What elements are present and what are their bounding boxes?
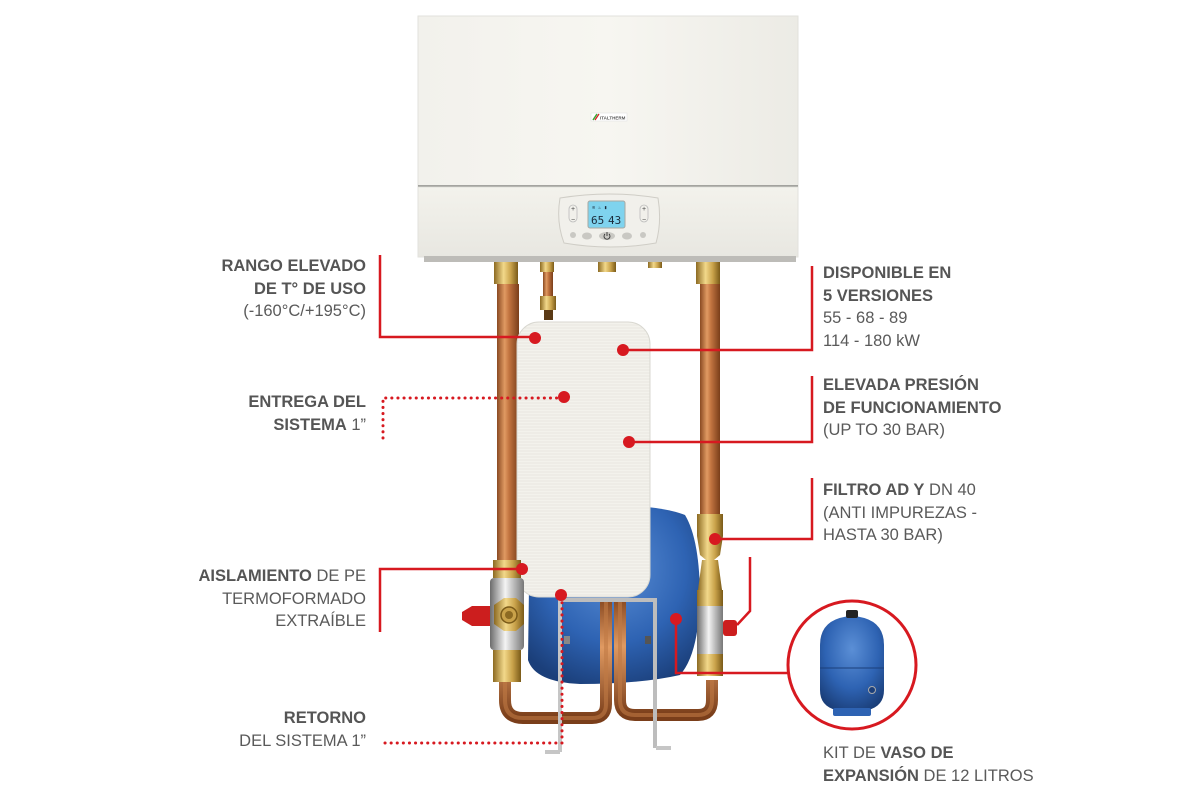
leader-filtro [715,478,814,541]
callout-rango: RANGO ELEVADO DE T° DE USO (-160°C/+195°… [221,255,366,323]
leader-aislamiento [378,567,523,632]
kit-title-1: VASO DE [880,744,954,762]
rango-title-2: DE T° DE USO [253,279,366,298]
logo-text: ITALTHERM [600,116,626,121]
callout-filtro: FILTRO AD Y DN 40 (ANTI IMPUREZAS - HAST… [823,479,977,547]
aislamiento-line2: TERMOFORMADO [222,589,366,608]
boiler-unit [417,15,799,262]
callout-aislamiento: AISLAMIENTO DE PE TERMOFORMADO EXTRAÍBLE [199,565,366,633]
middle-copper-pipe [543,272,553,298]
retorno-subtitle: DEL SISTEMA 1” [239,731,366,750]
aislamiento-material: DE PE [311,567,366,585]
callout-leaders [378,255,814,745]
disponible-versions-2: 114 - 180 kW [823,331,920,350]
leader-retorno [383,591,564,745]
rango-range: (-160°C/+195°C) [243,302,366,320]
aislamiento-title: AISLAMIENTO [198,567,312,585]
kit-capacity: DE 12 LITROS [918,766,1034,785]
disponible-title-1: DISPONIBLE EN [823,264,952,282]
expansion-tank-kit-inset [786,599,918,731]
filtro-title: FILTRO AD Y [823,481,925,499]
callout-disponible: DISPONIBLE EN 5 VERSIONES 55 - 68 - 89 1… [823,262,951,352]
panel-button [582,232,592,240]
insulation-jacket [516,321,651,598]
italtherm-logo: ITALTHERM [590,112,628,122]
rango-title-1: RANGO ELEVADO [221,257,366,275]
disponible-versions-1: 55 - 68 - 89 [823,309,908,327]
right-copper-pipe [700,284,720,514]
left-copper-pipe [497,284,519,564]
svg-text:≋ ♨ ▮: ≋ ♨ ▮ [592,205,607,211]
panel-button [570,232,576,238]
reset-button [640,232,646,238]
kit-prefix: KIT DE [823,744,881,762]
leader-rango [378,255,535,339]
support-bracket [545,598,671,754]
svg-text:−: − [571,217,575,224]
presion-title-1: ELEVADA PRESIÓN [823,376,979,394]
leader-valve [736,557,752,626]
top-fittings [494,262,720,284]
kit-title-2: EXPANSIÓN [823,766,919,785]
svg-text:−: − [642,217,646,224]
callout-dots [516,332,721,625]
callout-retorno: RETORNO DEL SISTEMA 1” [239,707,366,752]
callout-presion: ELEVADA PRESIÓN DE FUNCIONAMIENTO (UP TO… [823,374,1001,442]
svg-text:+: + [571,206,575,213]
panel-button [622,232,632,240]
left-adjust-buttons: + − [568,204,578,224]
entrega-system: SISTEMA [273,415,347,434]
bottom-copper-loops [499,600,718,724]
callout-entrega: ENTREGA DEL SISTEMA 1” [248,391,366,436]
leader-entrega [381,396,566,440]
leader-disponible [623,266,814,352]
control-panel: ≋ ♨ ▮ 65 43 + − + − [558,193,661,248]
filtro-line2: (ANTI IMPUREZAS - [823,503,978,522]
lcd-display [587,200,626,229]
retorno-title: RETORNO [283,709,366,727]
display-left-value: 65 [591,214,604,227]
leader-presion [628,376,814,444]
filtro-size: DN 40 [924,481,976,499]
entrega-title: ENTREGA DEL [248,393,366,411]
svg-text:+: + [642,206,646,213]
disponible-title-2: 5 VERSIONES [823,286,934,305]
aislamiento-line3: EXTRAÍBLE [275,612,366,630]
callout-kit: KIT DE VASO DE EXPANSIÓN DE 12 LITROS [823,742,1034,787]
presion-value: (UP TO 30 BAR) [823,421,945,439]
entrega-size: 1” [346,415,366,434]
left-valve-assembly [462,560,524,682]
leader-kit [674,620,793,675]
presion-title-2: DE FUNCIONAMIENTO [823,398,1002,417]
display-right-value: 43 [608,214,621,227]
right-adjust-buttons: + − [639,204,649,224]
filtro-line3: HASTA 30 BAR) [823,526,943,544]
